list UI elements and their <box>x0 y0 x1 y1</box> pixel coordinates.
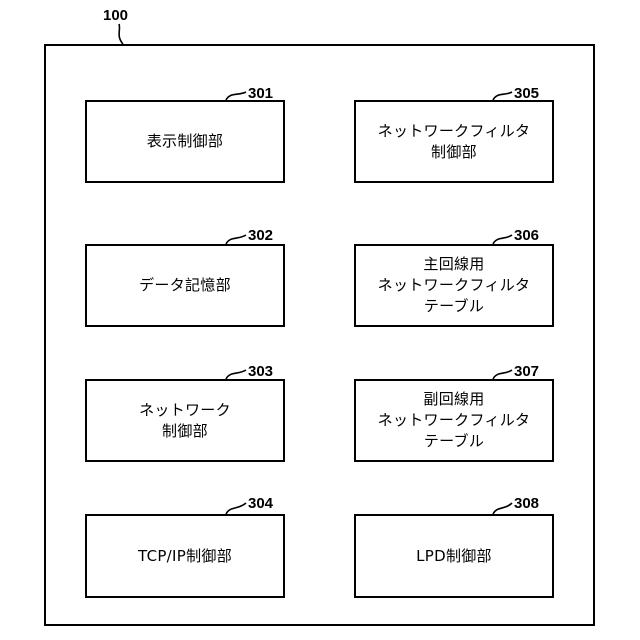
block-label-line: ネットワーク <box>139 400 231 421</box>
block-label-line: 制御部 <box>431 142 477 163</box>
ref-label-100: 100 <box>103 8 128 24</box>
block-label-line: 制御部 <box>162 421 208 442</box>
ref-label-302: 302 <box>248 228 273 244</box>
display-control-block: 表示制御部 <box>85 100 285 183</box>
ref-label-306: 306 <box>514 228 539 244</box>
ref-label-304: 304 <box>248 496 273 512</box>
block-label-line: ネットワークフィルタ <box>378 410 531 431</box>
data-storage-block: データ記憶部 <box>85 244 285 327</box>
block-label-line: テーブル <box>424 431 484 452</box>
block-label-line: LPD制御部 <box>416 546 492 567</box>
block-label-line: ネットワークフィルタ <box>378 275 531 296</box>
block-label-line: データ記憶部 <box>139 275 231 296</box>
block-label-line: 表示制御部 <box>147 131 224 152</box>
block-label-line: テーブル <box>424 296 484 317</box>
block-label-line: 副回線用 <box>423 389 484 410</box>
block-label-line: 主回線用 <box>423 254 484 275</box>
block-label-line: TCP/IP制御部 <box>138 546 232 567</box>
tcp-ip-control-block: TCP/IP制御部 <box>85 514 285 598</box>
block-label-line: ネットワークフィルタ <box>378 121 531 142</box>
primary-line-filter-table-block: 主回線用 ネットワークフィルタ テーブル <box>354 244 554 327</box>
lpd-control-block: LPD制御部 <box>354 514 554 598</box>
secondary-line-filter-table-block: 副回線用 ネットワークフィルタ テーブル <box>354 379 554 462</box>
leader-100 <box>119 24 123 44</box>
network-control-block: ネットワーク 制御部 <box>85 379 285 462</box>
ref-label-308: 308 <box>514 496 539 512</box>
ref-label-307: 307 <box>514 364 539 380</box>
network-filter-control-block: ネットワークフィルタ 制御部 <box>354 100 554 183</box>
ref-label-303: 303 <box>248 364 273 380</box>
